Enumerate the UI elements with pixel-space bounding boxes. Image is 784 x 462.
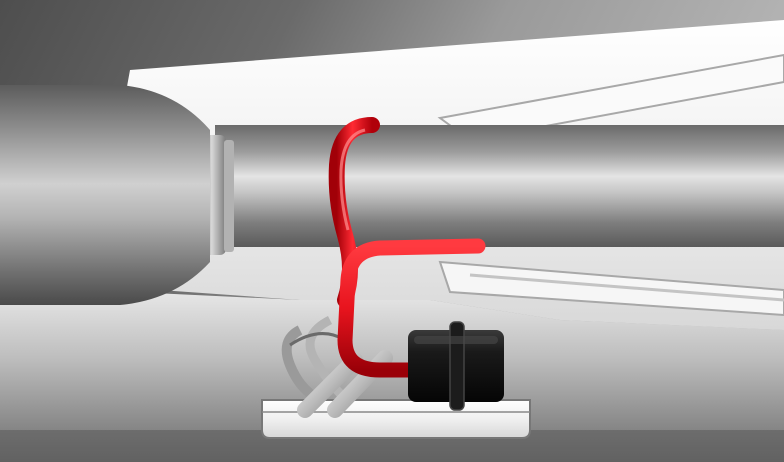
hose-connector-collar [449, 321, 465, 411]
hose-connector-shine [414, 336, 498, 344]
chassis-rib-lower [438, 260, 784, 317]
muffler-body [0, 85, 210, 305]
red-hose-highlight [339, 128, 366, 231]
grey-hose-loop [281, 325, 323, 405]
chassis-rib-lower-2 [469, 273, 784, 302]
grey-tube-a [297, 352, 363, 418]
pipe-main [215, 125, 784, 247]
pipe-flange-ring-2 [224, 140, 234, 252]
red-hose-branch [337, 238, 486, 378]
